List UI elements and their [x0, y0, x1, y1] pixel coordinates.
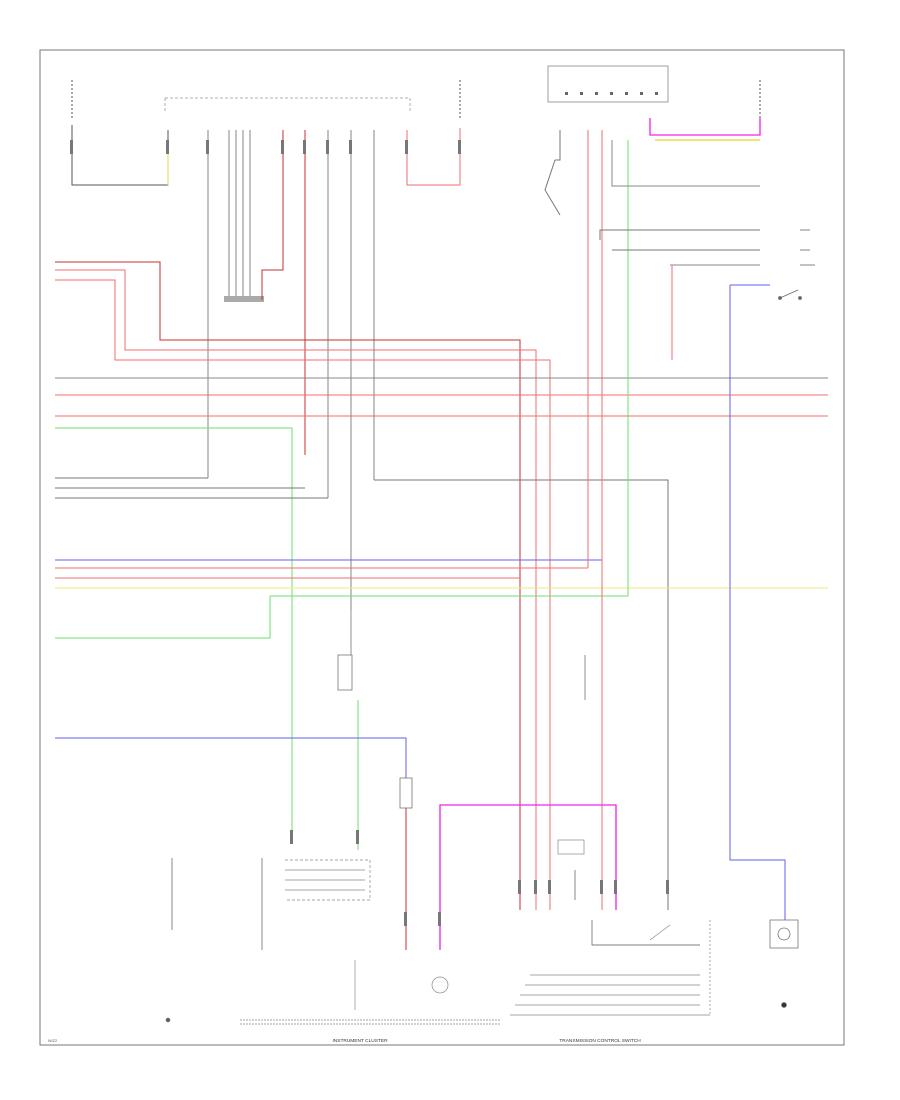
diagram-frame: [39, 49, 845, 1046]
transmission-control-switch: [510, 839, 711, 1016]
indicator-lamp-right: [769, 919, 799, 1008]
mid-color-bus: [55, 140, 828, 639]
instrument-cluster: [165, 858, 500, 1025]
harness-gray-wires: [207, 130, 375, 610]
fuse-circuit-top-left: [71, 80, 169, 186]
transmission-control-switch-label: TRANSMISSION CONTROL SWITCH: [559, 1038, 641, 1044]
page-tag: W/Z2: [48, 1039, 57, 1043]
relay-switch-right: [778, 229, 815, 300]
ground-terminal-block: [224, 296, 264, 302]
connector-pins-top-right: [565, 92, 658, 95]
connector-markers: [70, 140, 669, 926]
ecm-connector-box: [164, 97, 411, 112]
instrument-cluster-label: INSTRUMENT CLUSTER: [332, 1038, 388, 1044]
right-vertical-wires: [544, 80, 786, 920]
horizontal-bus-lines: [55, 377, 828, 910]
cruise-switch-box: [547, 65, 669, 103]
left-red-bus: [55, 261, 551, 910]
speed-sensor-module: [55, 610, 617, 950]
red-wires-top: [261, 80, 461, 455]
